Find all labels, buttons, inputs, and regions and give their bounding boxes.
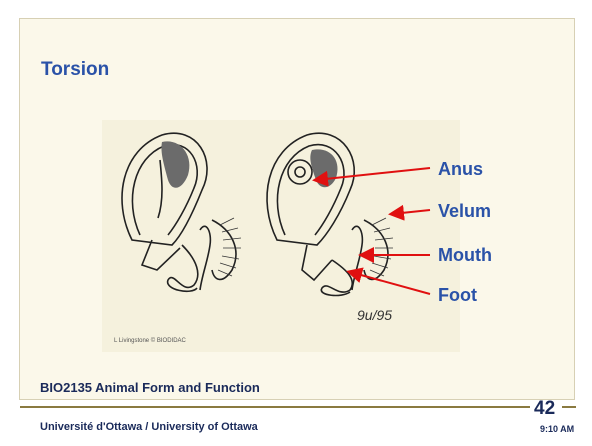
label-foot: Foot <box>438 285 477 306</box>
foot-arrow <box>350 272 430 294</box>
footer-rule-left <box>20 406 530 408</box>
page-number: 42 <box>534 398 555 420</box>
university-name: Université d'Ottawa / University of Otta… <box>40 421 258 433</box>
label-mouth: Mouth <box>438 245 492 266</box>
velum-arrow <box>392 210 430 214</box>
anus-arrow <box>316 168 430 180</box>
course-title: BIO2135 Animal Form and Function <box>40 380 260 395</box>
label-velum: Velum <box>438 201 491 222</box>
label-anus: Anus <box>438 159 483 180</box>
footer-rule-right <box>562 406 576 408</box>
slide-time: 9:10 AM <box>540 424 574 434</box>
